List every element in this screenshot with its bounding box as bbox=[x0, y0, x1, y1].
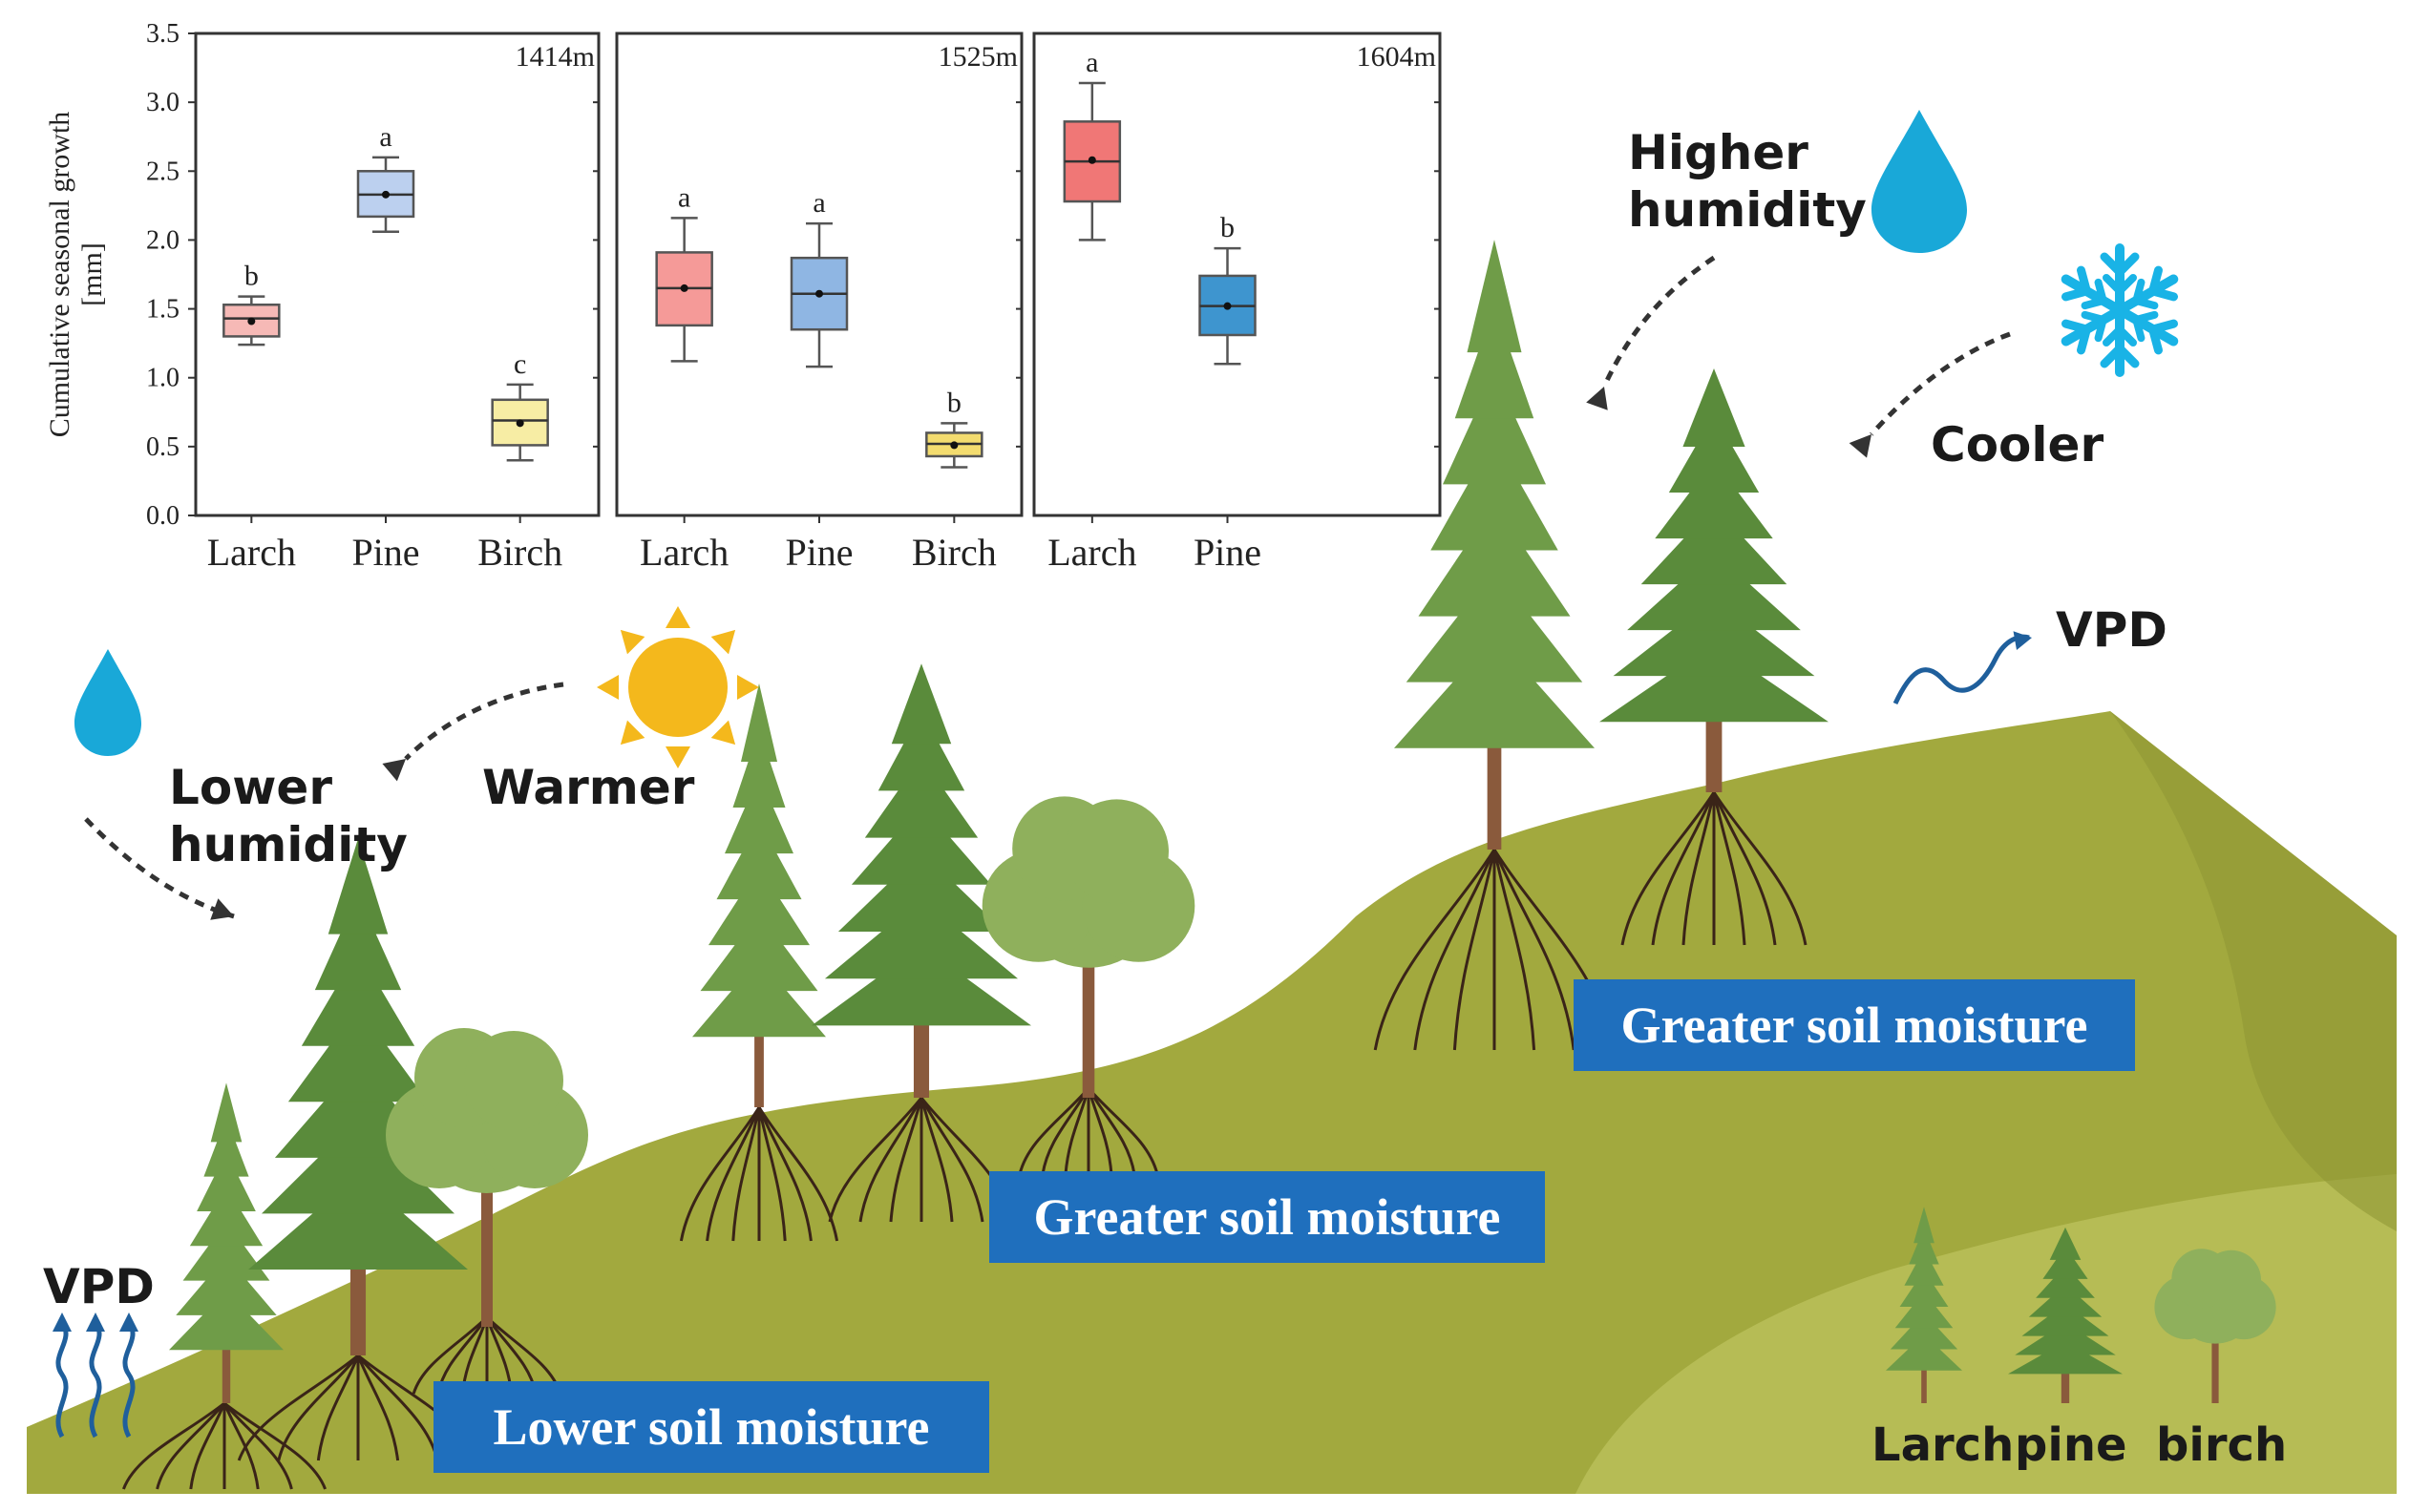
box-mean bbox=[815, 289, 823, 298]
x-tick-label: Pine bbox=[351, 531, 419, 574]
lower-humidity-label-line1: Lower bbox=[169, 760, 332, 815]
legend-larch-icon bbox=[1886, 1207, 1962, 1403]
legend-birch-icon bbox=[2154, 1249, 2276, 1403]
x-tick-label: Larch bbox=[207, 531, 296, 574]
y-tick-label: 2.5 bbox=[146, 157, 180, 186]
roots bbox=[1620, 791, 1808, 946]
arrow-from-cold bbox=[1870, 331, 2011, 436]
birch-tree-low bbox=[386, 1028, 588, 1327]
legend-larch: Larch bbox=[1871, 1418, 2014, 1472]
vpd-wave bbox=[55, 1320, 69, 1438]
vpd-wave-arrowhead bbox=[86, 1312, 105, 1332]
pine-tree-mid bbox=[812, 663, 1031, 1098]
x-tick-label: Pine bbox=[1194, 531, 1261, 574]
box-mean bbox=[950, 441, 959, 450]
hill-main bbox=[27, 711, 2397, 1494]
group-letter: a bbox=[379, 121, 391, 153]
plot-panel-frame bbox=[1032, 32, 1442, 517]
vpd-arrowhead bbox=[2013, 631, 2032, 650]
vpd-high-label: VPD bbox=[2056, 602, 2167, 658]
legend-pine-icon bbox=[2008, 1227, 2123, 1403]
weather-elements bbox=[53, 110, 2179, 1438]
drop-icon-low bbox=[74, 649, 141, 756]
box-mean bbox=[382, 190, 390, 199]
y-tick-label: 3.5 bbox=[146, 19, 180, 49]
arrow-to-high-slope bbox=[1601, 255, 1716, 388]
roots bbox=[1373, 849, 1616, 1051]
arrow-from-sun bbox=[404, 682, 564, 761]
arrowhead bbox=[1586, 387, 1608, 410]
x-tick-label: Pine bbox=[785, 531, 853, 574]
larch-tree-mid bbox=[692, 683, 826, 1107]
labels: Higher humidity Cooler VPD Lower humidit… bbox=[43, 125, 2287, 1472]
group-letter: c bbox=[514, 348, 526, 380]
legend-pine: pine bbox=[2015, 1418, 2127, 1472]
soil-moisture-label-high: Greater soil moisture bbox=[1574, 979, 2135, 1071]
birch-tree-mid bbox=[982, 796, 1195, 1098]
y-tick-label: 3.0 bbox=[146, 88, 180, 117]
x-tick-label: Larch bbox=[1047, 531, 1136, 574]
group-letter: b bbox=[1220, 212, 1235, 243]
vpd-wave-arrowhead bbox=[53, 1312, 72, 1332]
pine-tree-high bbox=[1599, 368, 1829, 792]
y-tick-label: 1.5 bbox=[146, 295, 180, 325]
vpd-wave-high bbox=[1892, 634, 2030, 705]
panel-elevation-label: 1525m bbox=[939, 41, 1018, 73]
x-tick-label: Birch bbox=[912, 531, 997, 574]
y-axis-label: Cumulative seasonal growth[mm] bbox=[44, 112, 108, 438]
x-tick-label: Birch bbox=[477, 531, 562, 574]
higher-humidity-label-line1: Higher bbox=[1628, 125, 1808, 180]
hill-ridge bbox=[2110, 711, 2397, 1231]
vpd-wave bbox=[89, 1320, 102, 1438]
group-letter: a bbox=[1086, 47, 1098, 78]
box-mean bbox=[247, 317, 256, 326]
group-letter: a bbox=[813, 187, 825, 219]
pine-tree-low bbox=[248, 838, 468, 1355]
group-letter: b bbox=[947, 387, 962, 418]
larch-tree-high bbox=[1394, 240, 1595, 850]
x-tick-label: Larch bbox=[640, 531, 729, 574]
panel-elevation-label: 1414m bbox=[516, 41, 595, 73]
soil-moisture-label-mid: Greater soil moisture bbox=[989, 1171, 1545, 1263]
group-letter: a bbox=[678, 181, 690, 213]
legend-birch: birch bbox=[2156, 1418, 2287, 1472]
vpd-low-label: VPD bbox=[43, 1259, 155, 1314]
panel-elevation-label: 1604m bbox=[1357, 41, 1436, 73]
vpd-wave-arrowhead bbox=[119, 1312, 138, 1332]
cooler-label: Cooler bbox=[1931, 417, 2103, 472]
roots bbox=[679, 1106, 839, 1242]
vpd-wave bbox=[122, 1320, 136, 1438]
soil-moisture-label-low: Lower soil moisture bbox=[433, 1381, 989, 1473]
group-letter: b bbox=[244, 261, 259, 292]
warmer-label: Warmer bbox=[482, 760, 695, 815]
arrowhead bbox=[382, 759, 406, 782]
box-mean bbox=[1223, 302, 1232, 310]
higher-humidity-label-line2: humidity bbox=[1628, 182, 1867, 238]
trees bbox=[121, 240, 2276, 1490]
y-tick-label: 0.0 bbox=[146, 501, 180, 531]
drop-icon-high bbox=[1871, 110, 1967, 253]
arrowhead bbox=[1849, 434, 1871, 458]
lower-humidity-label-line2: humidity bbox=[169, 817, 408, 872]
y-tick-label: 0.5 bbox=[146, 432, 180, 462]
snowflake-icon bbox=[2061, 243, 2179, 377]
y-tick-label: 1.0 bbox=[146, 364, 180, 393]
sun-icon bbox=[597, 606, 759, 768]
arrowhead bbox=[210, 898, 234, 920]
box-mean bbox=[516, 419, 524, 428]
y-tick-label: 2.0 bbox=[146, 225, 180, 255]
arrow-to-low-slope bbox=[84, 817, 235, 919]
box-mean bbox=[680, 284, 688, 292]
box-mean bbox=[1088, 156, 1096, 164]
larch-tree-low bbox=[169, 1082, 284, 1403]
vpd-waves-low bbox=[53, 1312, 138, 1438]
